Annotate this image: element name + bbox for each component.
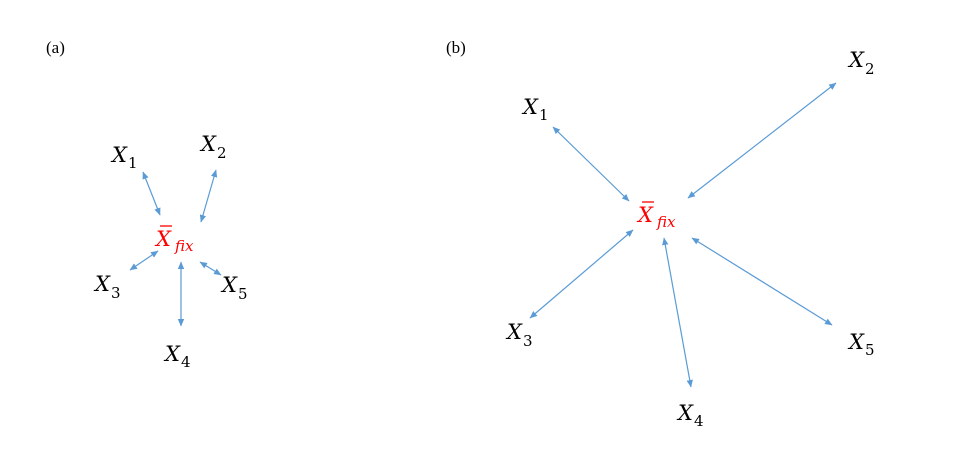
center-node-a: X fix	[154, 225, 194, 255]
node-symbol: X	[847, 48, 865, 72]
node-subscript: 5	[238, 285, 248, 303]
arrow-a-x5	[199, 261, 222, 276]
node-a-x2: X 2	[199, 132, 227, 162]
node-subscript: 4	[694, 412, 704, 430]
arrow-a-x2	[199, 169, 218, 223]
node-symbol: X	[199, 132, 217, 156]
node-b-x4: X 4	[676, 401, 704, 430]
arrow-b-x1	[552, 126, 630, 202]
arrow-b-x2	[687, 82, 837, 199]
center-symbol-a: X	[154, 227, 172, 251]
node-subscript: 5	[865, 341, 875, 359]
node-symbol: X	[220, 273, 238, 297]
arrow-b-x3	[529, 229, 634, 319]
center-subscript-b: fix	[656, 213, 676, 231]
node-b-x5: X 5	[847, 330, 875, 359]
center-subscript-a: fix	[174, 237, 194, 255]
node-a-x5: X 5	[220, 273, 248, 303]
node-subscript: 4	[181, 353, 191, 371]
node-symbol: X	[521, 95, 539, 119]
node-symbol: X	[93, 272, 111, 296]
panel-a-label: (a)	[46, 38, 65, 57]
panel-b-label: (b)	[446, 38, 466, 57]
panel-a: (a) X fix X 1 X 2 X 3 X 4 X	[46, 38, 248, 371]
panel-b: (b) X fix X 1 X 2 X 3 X 4 X	[446, 38, 875, 430]
node-b-x2: X 2	[847, 48, 875, 78]
node-b-x3: X 3	[505, 320, 533, 350]
node-b-x1: X 1	[521, 95, 549, 124]
arrow-b-x4	[662, 237, 693, 388]
node-subscript: 1	[539, 106, 549, 124]
node-subscript: 3	[523, 332, 533, 350]
node-subscript: 1	[128, 154, 138, 172]
node-symbol: X	[110, 143, 128, 167]
node-symbol: X	[163, 342, 181, 366]
arrow-a-x1	[142, 171, 161, 216]
arrow-a-x3	[129, 250, 159, 271]
node-a-x1: X 1	[110, 143, 138, 172]
center-symbol-b: X	[636, 203, 654, 227]
node-subscript: 2	[217, 144, 227, 162]
node-symbol: X	[847, 330, 865, 354]
node-subscript: 2	[865, 60, 875, 78]
node-a-x4: X 4	[163, 342, 191, 371]
node-symbol: X	[676, 401, 694, 425]
arrow-b-x5	[691, 237, 833, 326]
node-subscript: 3	[111, 284, 121, 302]
node-symbol: X	[505, 320, 523, 344]
center-node-b: X fix	[636, 201, 676, 231]
node-a-x3: X 3	[93, 272, 121, 302]
